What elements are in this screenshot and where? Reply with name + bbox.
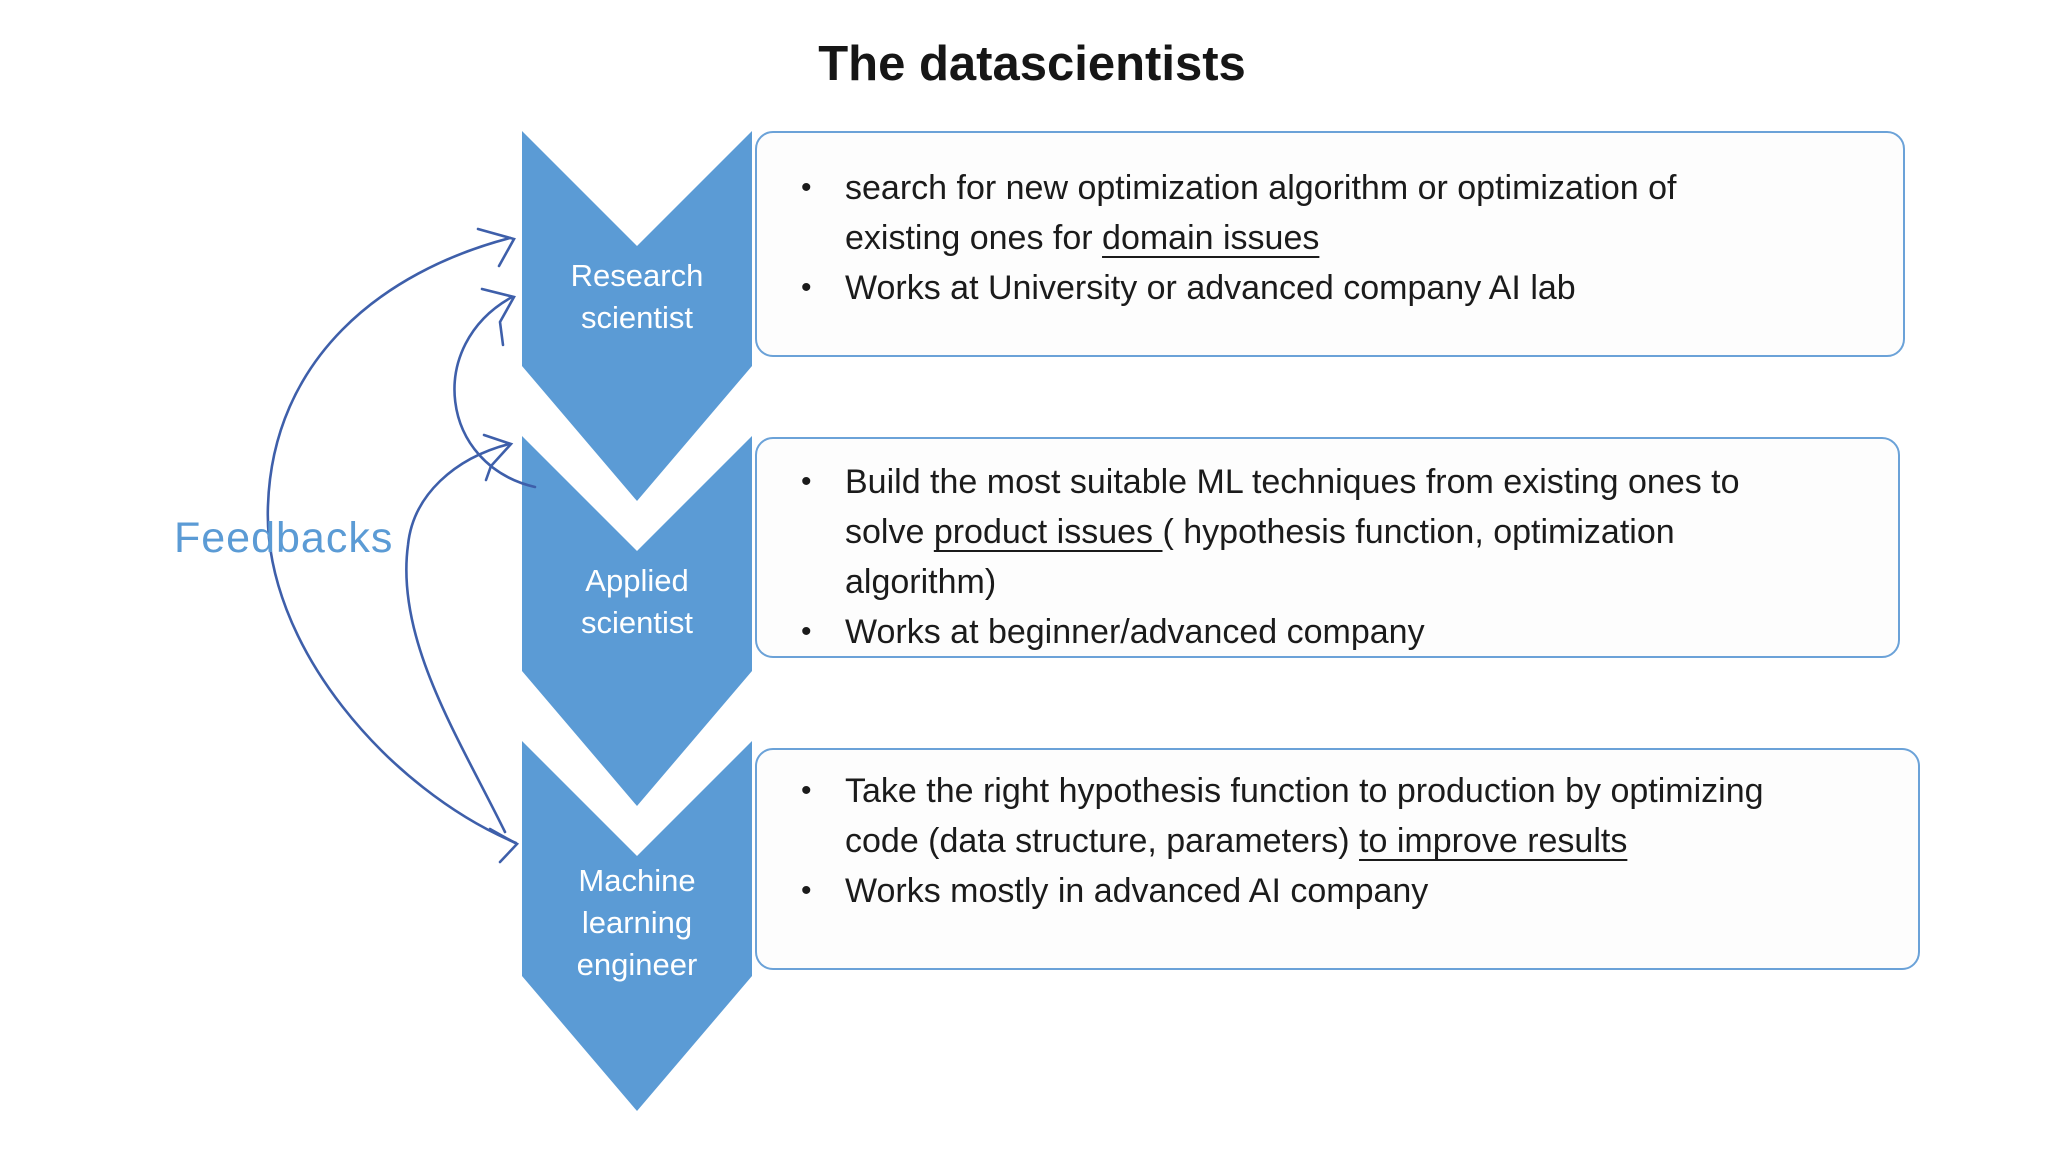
bullet-text: Build the most suitable ML techniques fr… [845,463,1740,601]
bullet-text: search for new optimization algorithm or… [845,169,1677,257]
bullet-dot: • [801,171,812,204]
chevron-applied-scientist [522,436,752,806]
chevron-machine-learning-engineer [522,741,752,1111]
chevron-label-applied-scientist: Applied scientist [581,563,693,640]
page-title: The datascientists [818,37,1246,91]
arrowhead-at-research-lower [480,287,516,347]
bullet-item: • Take the right hypothesis function to p… [793,766,1888,866]
arrowhead-at-research-top [476,227,516,268]
description-box-machine-learning-engineer: • Take the right hypothesis function to p… [755,748,1920,970]
bullet-item: • Works mostly in advanced AI company [793,866,1888,916]
bullet-dot: • [801,774,812,807]
arrowhead-at-applied [482,433,514,482]
chevron-research-scientist [522,131,752,501]
description-box-research-scientist: • search for new optimization algorithm o… [755,131,1905,357]
bullet-item: • search for new optimization algorithm o… [793,163,1873,263]
feedback-arrow-applied-to-research [453,295,537,489]
bullet-text: Take the right hypothesis function to pr… [845,772,1764,860]
arrowhead-at-ml-engineer [488,827,520,864]
bullet-text: Works at beginner/advanced company [845,613,1425,651]
description-box-applied-scientist: • Build the most suitable ML techniques f… [755,437,1900,658]
bullet-item: • Build the most suitable ML techniques f… [793,457,1868,607]
bullet-text: Works mostly in advanced AI company [845,872,1429,910]
chevron-label-research-scientist: Research scientist [570,258,704,335]
bullet-dot: • [801,271,812,304]
bullet-dot: • [801,874,812,907]
bullet-dot: • [801,465,812,498]
chevron-label-machine-learning-engineer: Machine learning engineer [576,863,698,982]
bullet-text: Works at University or advanced company … [845,269,1576,307]
feedbacks-label: Feedbacks [174,514,394,562]
bullet-item: • Works at University or advanced company… [793,263,1873,313]
feedback-arrow-ml-to-applied [405,442,511,834]
feedback-arrow-ml-to-research [266,236,518,845]
bullet-dot: • [801,615,812,648]
bullet-item: • Works at beginner/advanced company [793,607,1868,657]
